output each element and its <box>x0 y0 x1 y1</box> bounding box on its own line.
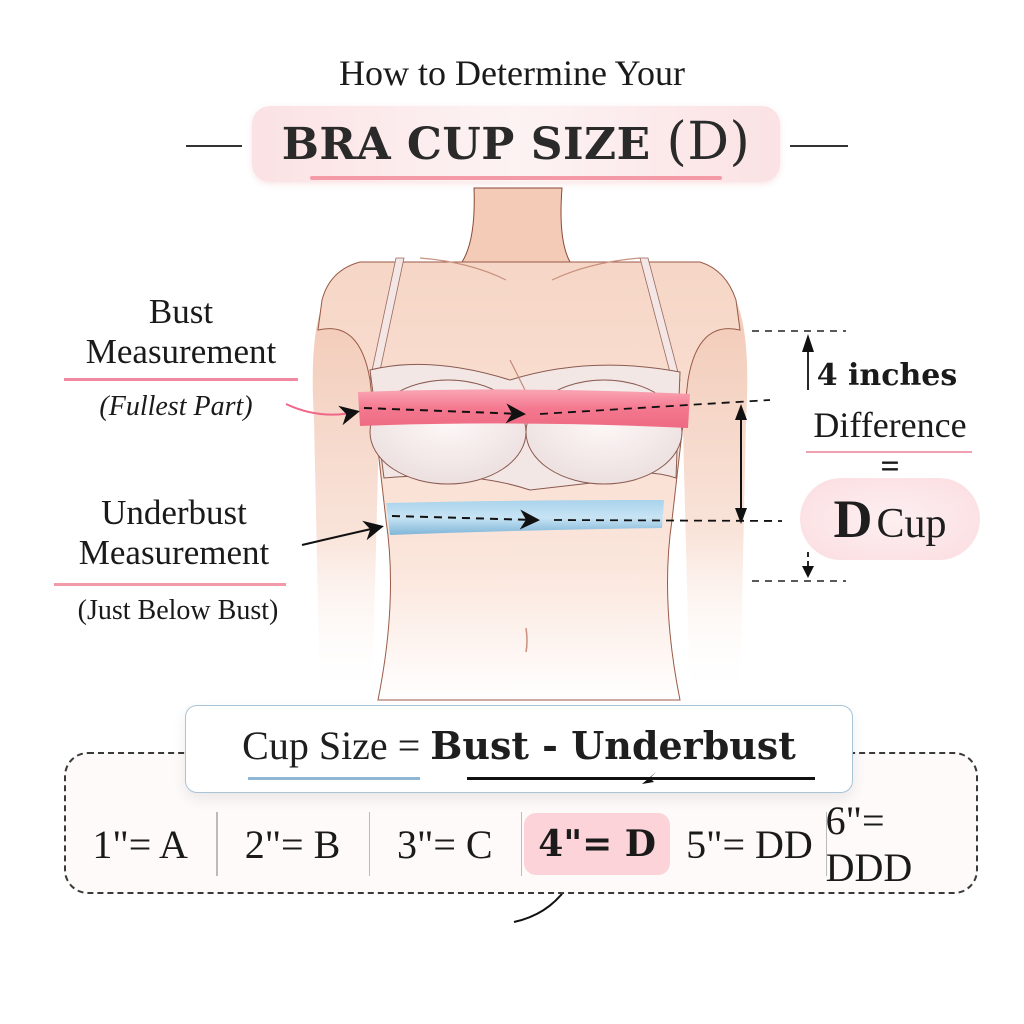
scale-item-dd: 5"= DD <box>686 821 813 867</box>
right-arm <box>680 290 748 700</box>
scale-item-b: 2"= B <box>216 808 368 880</box>
title-underline <box>310 176 722 180</box>
page-title: BRA CUP SIZE (D) <box>252 112 780 172</box>
formula-text: Cup Size = Bust - Underbust <box>185 722 853 769</box>
underbust-label-note: (Just Below Bust) <box>77 595 279 626</box>
bust-label-line2: Measurement <box>85 332 277 371</box>
scale-item-d-highlighted: 4"= D <box>520 808 673 880</box>
bust-pointer-arrow <box>285 403 360 426</box>
underbust-measurement-label: Underbust Measurement <box>44 493 304 573</box>
subtitle: How to Determine Your <box>339 53 685 93</box>
underbust-label-line1: Underbust <box>101 493 247 532</box>
difference-value: 4 inches <box>816 358 958 393</box>
result-word: Cup <box>876 501 947 547</box>
underbust-label-underline <box>54 583 286 586</box>
bust-label-underline <box>64 378 298 381</box>
result-badge-text: D Cup <box>800 488 980 550</box>
cup-size-scale-row: 1"= A 2"= B 3"= C 4"= D 5"= DD 6"= DDD <box>64 798 978 890</box>
result-letter: D <box>833 489 873 549</box>
result-badge <box>800 478 980 560</box>
formula-left-underline <box>248 777 420 780</box>
title-banner <box>252 106 780 182</box>
underbust-pointer-arrow <box>301 520 384 546</box>
scale-item-a: 1"= A <box>92 821 188 867</box>
scale-item-ddd: 6"= DDD <box>825 798 978 890</box>
title-cup-letter: (D) <box>666 112 751 172</box>
bust-measurement-label: Bust Measurement <box>56 292 306 372</box>
title-left-rule <box>186 145 242 147</box>
formula-left: Cup Size = <box>242 723 431 768</box>
underbust-label-line2: Measurement <box>78 533 270 572</box>
formula-right: Bust - Underbust <box>430 723 796 768</box>
bust-label-line1: Bust <box>148 292 214 331</box>
formula-right-underline <box>467 777 815 780</box>
scale-item-c: 3"= C <box>368 808 521 880</box>
difference-label: Difference <box>813 405 967 445</box>
formula-arrow-icon <box>642 772 656 784</box>
title-main: BRA CUP SIZE <box>281 119 667 170</box>
title-right-rule <box>790 145 848 147</box>
difference-underline <box>806 451 972 453</box>
neck <box>461 187 571 263</box>
equals-sign: = <box>880 448 900 485</box>
bust-label-note: (Fullest Part) <box>99 391 253 422</box>
